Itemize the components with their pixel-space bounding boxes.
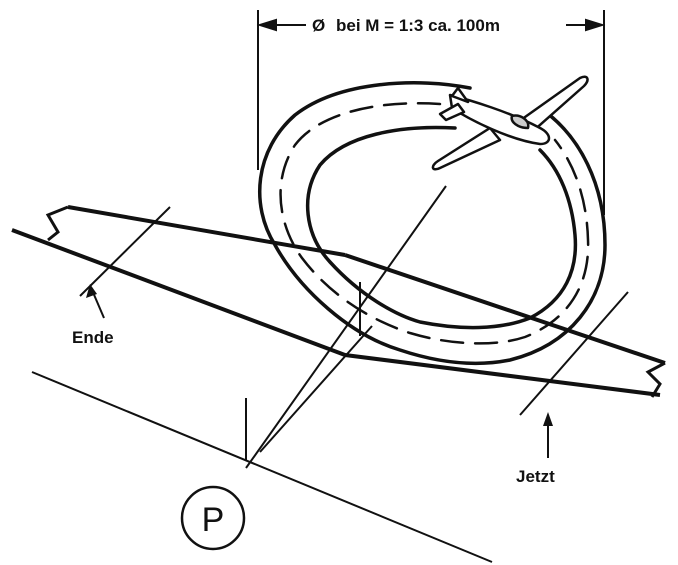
- aircraft-tailplane: [438, 102, 466, 122]
- runway-edge-lower-right: [344, 353, 661, 397]
- runway-break-right: [645, 361, 666, 398]
- diameter-label: bei M = 1:3 ca. 100m: [336, 16, 500, 35]
- aircraft-canopy: [510, 114, 530, 130]
- parking-circle: [180, 485, 246, 551]
- now-marker: Jetzt: [516, 412, 555, 486]
- runway-edge-upper: [67, 205, 346, 257]
- runway-strip: [11, 205, 666, 416]
- aircraft-tail-fin: [450, 86, 470, 104]
- aircraft-right-wing: [516, 75, 589, 134]
- flight-path-center-dashes: [279, 102, 590, 345]
- diameter-dimension: [256, 10, 606, 215]
- diameter-symbol: Ø: [312, 16, 325, 35]
- approach-line-long: [245, 185, 447, 469]
- dimension-arrow-right: [585, 18, 606, 32]
- end-marker: Ende: [72, 284, 114, 347]
- runway-edge-upper-right: [344, 253, 666, 365]
- runway-break-left: [45, 205, 69, 242]
- now-arrow-head: [543, 412, 553, 426]
- end-arrow-head: [86, 284, 97, 298]
- parking-baseline: [31, 371, 493, 563]
- flight-path-outer-edge: [258, 81, 607, 366]
- aircraft-left-wing: [431, 126, 502, 171]
- end-label: Ende: [72, 328, 114, 347]
- runway-edge-lower: [11, 228, 346, 357]
- runway-threshold-left: [79, 206, 171, 297]
- now-label: Jetzt: [516, 467, 555, 486]
- aircraft-fuselage: [448, 93, 551, 146]
- parking-icon: P: [180, 485, 246, 551]
- aircraft-icon: [431, 75, 589, 171]
- runway-threshold-right: [519, 291, 629, 416]
- flight-path-inner-edge: [306, 125, 578, 330]
- circle-flight-path: [258, 81, 607, 366]
- approach-line-short: [259, 325, 373, 453]
- construction-lines: [31, 185, 493, 563]
- parking-letter: P: [202, 501, 225, 539]
- dimension-arrow-left: [256, 18, 277, 32]
